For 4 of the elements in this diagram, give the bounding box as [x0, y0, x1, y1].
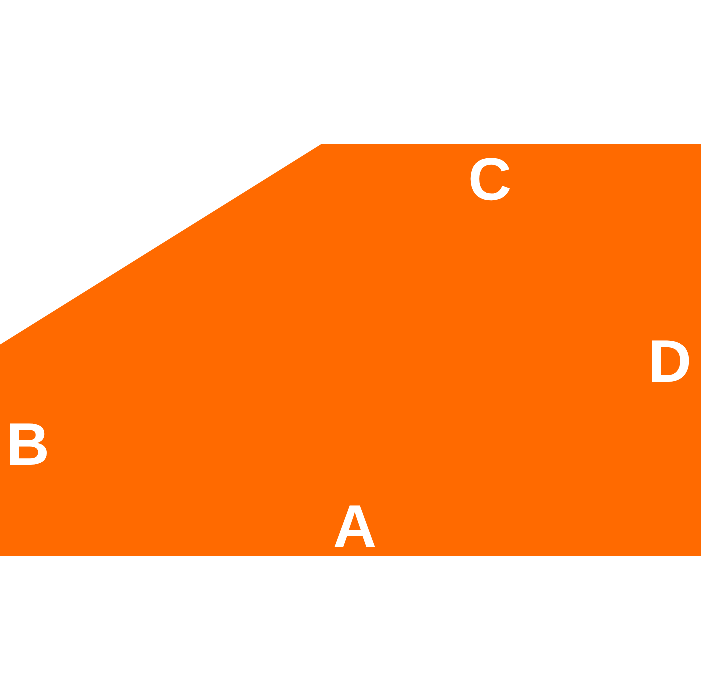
side-label: C [468, 150, 512, 210]
side-label: B [6, 415, 50, 475]
side-label: A [333, 497, 377, 557]
side-label: D [648, 332, 692, 392]
